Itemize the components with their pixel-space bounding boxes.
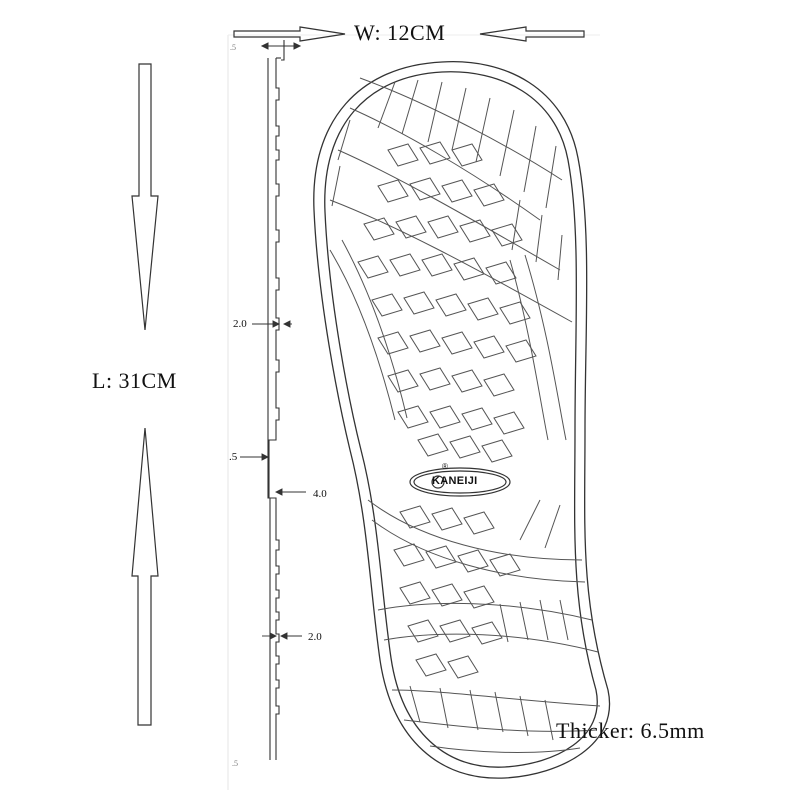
profile-leaders [240, 320, 306, 640]
width-tick [260, 42, 302, 50]
profile-mark-mid: .5 [229, 451, 238, 463]
length-arrow-bottom [131, 427, 159, 726]
forefoot-bands [329, 77, 573, 441]
length-arrow-top [131, 63, 159, 331]
profile-mark-groove-top: 2.0 [233, 318, 247, 330]
thickness-profile [267, 40, 285, 760]
heel-bands [367, 499, 601, 753]
heel-lugs [393, 505, 521, 679]
width-label: W: 12CM [354, 20, 446, 45]
brand-logo-icon [431, 475, 445, 489]
brand-name: KANEIJI [432, 475, 478, 487]
sole-outline [313, 61, 611, 779]
length-label: L: 31CM [92, 368, 177, 393]
forefoot-lugs [357, 141, 537, 463]
thickness-label: Thicker: 6.5mm [556, 718, 705, 743]
profile-mark-top: .5 [230, 43, 236, 52]
profile-mark-bottom: .5 [232, 759, 238, 768]
brand-badge [409, 467, 511, 497]
brand-registered-mark: ® [442, 462, 448, 471]
width-arrow-left [233, 26, 346, 42]
profile-mark-step: 4.0 [313, 488, 327, 500]
profile-mark-groove-bottom: 2.0 [308, 631, 322, 643]
width-arrow-right [479, 26, 585, 42]
